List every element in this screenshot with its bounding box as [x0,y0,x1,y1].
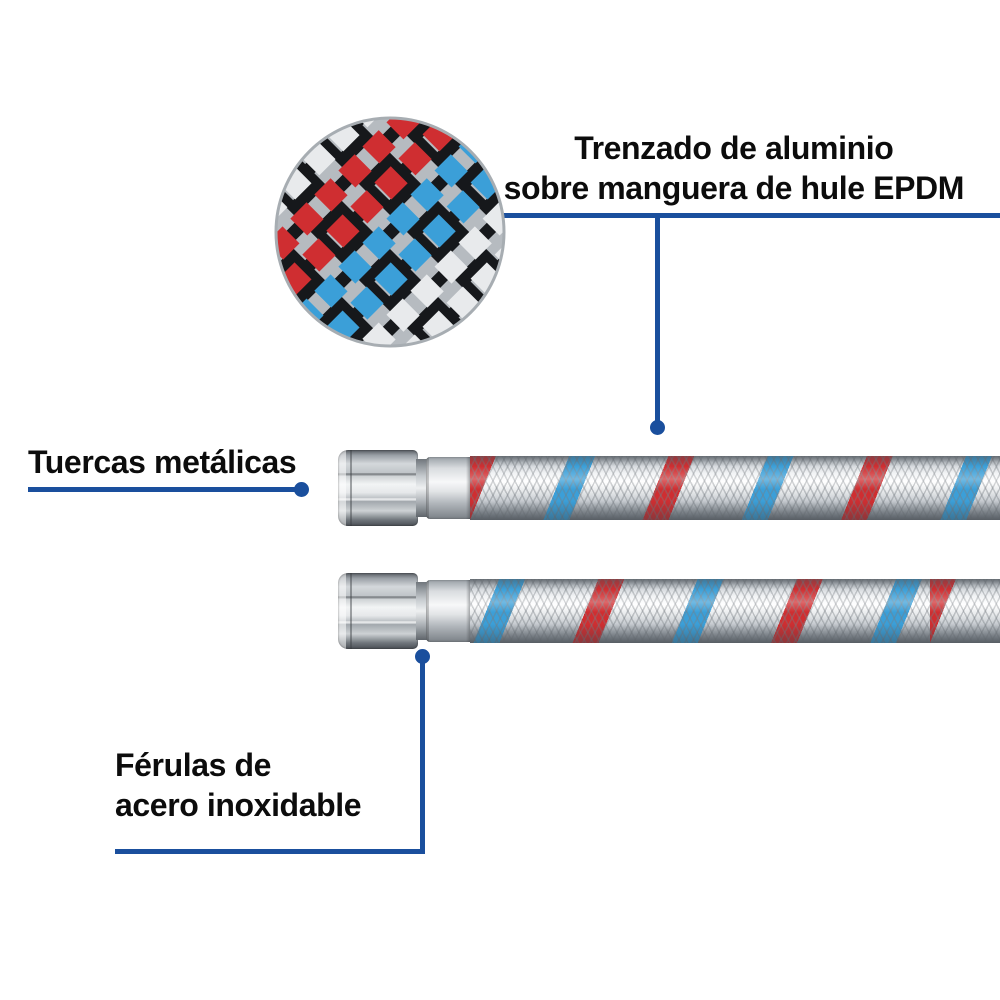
callout-ferrules-label: Férulas de acero inoxidable [115,745,362,825]
nut-collar [416,459,428,517]
braid-pattern-icon [274,116,506,348]
hose-top [338,450,1000,526]
callout-nuts-line [28,487,300,492]
steel-ferrule [426,580,474,642]
callout-nuts-label: Tuercas metálicas [28,444,297,480]
callout-braid-dot [650,420,665,435]
callout-braid-line-horizontal [498,213,1000,218]
hose-bottom [338,573,1000,649]
callout-braid-line2: sobre manguera de hule EPDM [503,170,965,206]
callout-ferrules-line1: Férulas de [115,747,272,783]
braided-hose-body [470,456,1000,520]
callout-braid-line1: Trenzado de aluminio [574,130,894,166]
callout-ferrules-line-horizontal [115,849,425,854]
callout-ferrules-dot [415,649,430,664]
callout-ferrules-line-vertical [420,656,425,854]
braid-zoom-inset [272,114,508,350]
nut-collar [416,582,428,640]
callout-braid-line-vertical [655,213,660,425]
callout-braid-label: Trenzado de aluminio sobre manguera de h… [503,128,965,208]
steel-ferrule [426,457,474,519]
callout-ferrules-line2: acero inoxidable [115,787,362,823]
braided-hose-body [470,579,1000,643]
hex-nut [338,573,418,649]
callout-nuts-dot [294,482,309,497]
hex-nut [338,450,418,526]
